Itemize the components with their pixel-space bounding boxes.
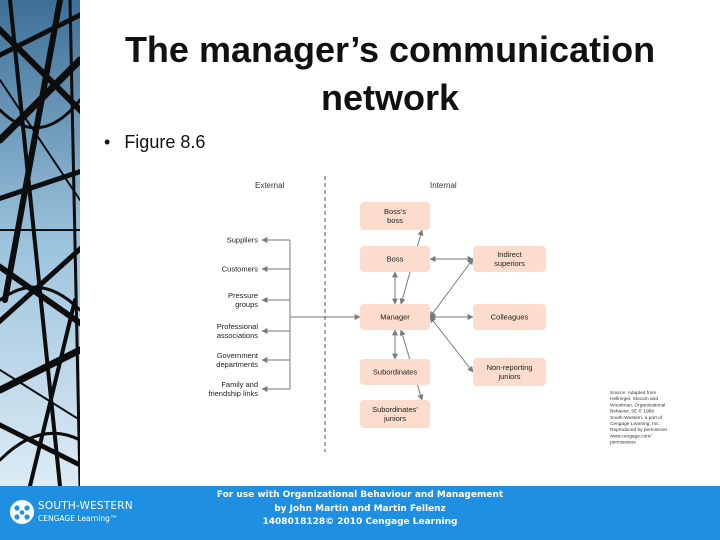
source-note-line: Hellriegel, Slocum and xyxy=(610,396,658,402)
center-node-box xyxy=(360,400,430,428)
external-label: associations xyxy=(217,331,259,340)
external-label: departments xyxy=(216,360,258,369)
source-note-line: Cengage Learning, Inc. xyxy=(610,421,660,427)
external-label: Government xyxy=(217,351,259,360)
lattice-photo xyxy=(0,0,80,486)
source-note-line: Reproduced by permission xyxy=(610,427,667,433)
external-label: Family and xyxy=(221,380,258,389)
center-node-label: Boss xyxy=(387,255,404,264)
nodes-group: SuppliersCustomersPressuregroupsProfessi… xyxy=(208,202,546,428)
communication-network-diagram: External Internal SuppliersCustomersPres… xyxy=(208,176,667,452)
center-node-box xyxy=(360,246,430,272)
external-label: Suppliers xyxy=(227,236,259,245)
right-node-label: Non-reporting xyxy=(487,363,533,372)
source-note-line: permissions xyxy=(610,440,636,446)
footer-line-1: For use with Organizational Behaviour an… xyxy=(216,490,504,500)
footer-line-2: by John Martin and Martin Fellenz xyxy=(274,503,446,514)
bullet-text: Figure 8.6 xyxy=(124,132,206,152)
header-internal: Internal xyxy=(430,181,457,190)
center-node-label: boss xyxy=(387,216,403,225)
source-note-line: www.cengage.com/ xyxy=(610,433,652,439)
source-note-line: Source: Adapted from xyxy=(610,390,656,396)
external-label: Pressure xyxy=(228,291,258,300)
source-note-line: Behavior, 5E © 1989 xyxy=(610,408,654,415)
footer-credits: For use with Organizational Behaviour an… xyxy=(150,489,570,530)
logo-text-cengage: CENGAGE Learning™ xyxy=(38,514,118,523)
source-note-line: South-Western, a part of xyxy=(610,415,663,421)
bullet-dot: • xyxy=(104,132,111,152)
center-node-label: Manager xyxy=(380,313,410,322)
external-label: groups xyxy=(235,300,258,309)
center-node-label: Boss’s xyxy=(384,207,406,216)
center-node-label: Subordinates’ xyxy=(372,405,418,414)
right-node-box xyxy=(473,246,546,272)
external-label: friendship links xyxy=(208,389,258,398)
slide-title: The manager’s communication network xyxy=(124,29,656,118)
center-node-box xyxy=(360,304,430,330)
logo-mark-icon xyxy=(10,500,34,524)
manager-right-arrow xyxy=(429,316,474,373)
manager-right-arrow xyxy=(429,258,474,318)
footer-bar xyxy=(0,486,720,540)
external-label: Professional xyxy=(217,322,259,331)
header-external: External xyxy=(255,181,285,190)
logo-text-southwestern: SOUTH-WESTERN xyxy=(38,500,133,512)
external-label: Customers xyxy=(222,265,259,274)
center-node-box xyxy=(360,202,430,230)
center-node-label: juniors xyxy=(383,414,406,423)
bullet-item: • Figure 8.6 xyxy=(104,132,205,153)
right-node-box xyxy=(473,358,546,386)
right-node-label: superiors xyxy=(494,259,525,268)
center-node-box xyxy=(360,359,430,385)
right-node-box xyxy=(473,304,546,330)
source-note-line: Woodman, Organizational xyxy=(610,402,665,408)
right-node-label: Colleagues xyxy=(491,313,529,322)
right-node-label: juniors xyxy=(497,372,520,381)
footer-line-3: 1408018128© 2010 Cengage Learning xyxy=(262,517,458,527)
right-node-label: Indirect xyxy=(497,250,523,259)
center-node-label: Subordinates xyxy=(373,368,417,377)
